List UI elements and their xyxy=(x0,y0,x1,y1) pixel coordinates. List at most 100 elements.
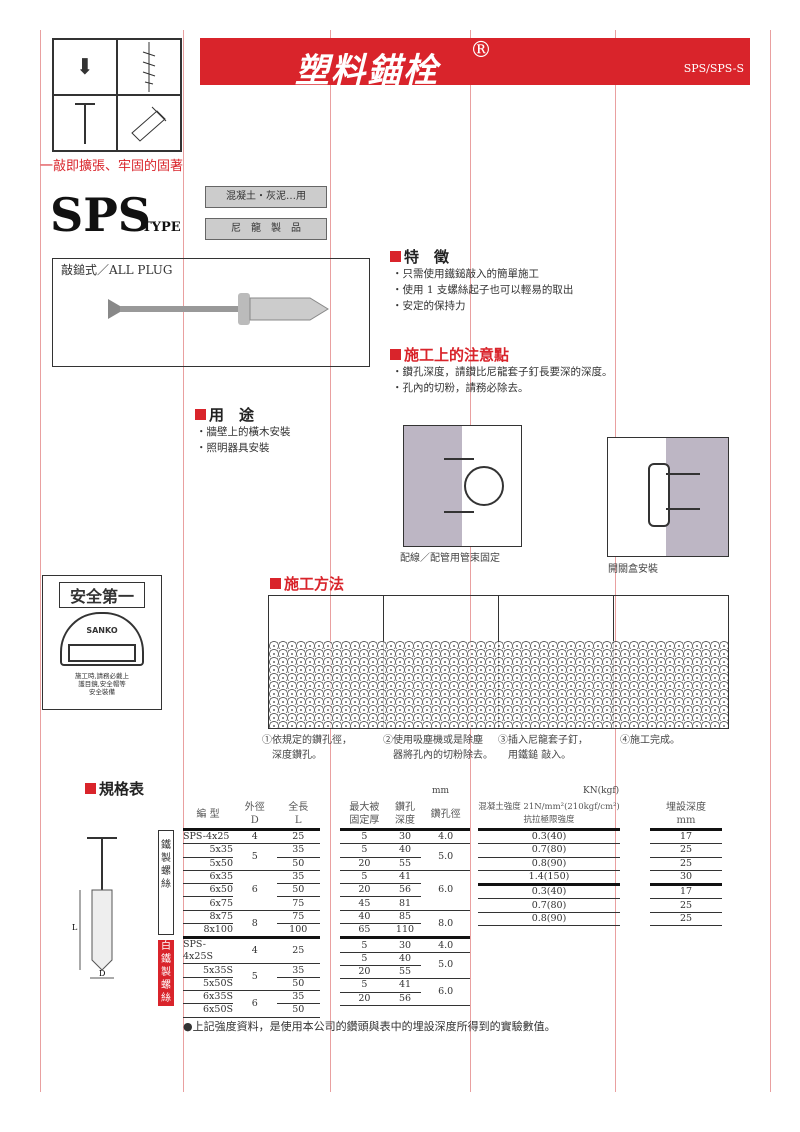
cell-l: 50 xyxy=(276,1003,320,1018)
cell-hole-dia: 6.0 xyxy=(421,978,470,1006)
cell-strength: 1.4(150) xyxy=(478,870,620,886)
cell-model: 5x50 xyxy=(183,857,233,871)
cell-thickness: 20 xyxy=(340,857,389,871)
cell-hole-dia: 5.0 xyxy=(421,843,470,871)
header-thickness: 最大被固定厚 xyxy=(340,800,389,831)
illustration-caption: 配線／配管用管束固定 xyxy=(400,553,500,564)
cell-thickness: 5 xyxy=(340,829,389,845)
cell-drill-depth: 30 xyxy=(388,829,422,845)
cell-embed-depth: 25 xyxy=(650,857,722,871)
cell-l: 25 xyxy=(276,936,320,965)
step-caption: ④施工完成。 xyxy=(620,731,680,746)
caution-item: ・鑽孔深度，請鑽比尼龍套子釘長要深的深度。 xyxy=(392,366,613,378)
cell-strength: 0.3(40) xyxy=(478,883,620,900)
product-box: 敲鎚式／ALL PLUG xyxy=(52,258,370,367)
feature-item: ・安定的保持力 xyxy=(392,300,466,312)
cell-drill-depth: 56 xyxy=(388,992,422,1006)
cell-embed-depth: 25 xyxy=(650,912,722,927)
cell-strength: 0.8(90) xyxy=(478,912,620,927)
safety-line: 護目鏡,安全帽等 xyxy=(78,680,126,688)
cell-hole-dia: 5.0 xyxy=(421,952,470,980)
cell-l: 35 xyxy=(276,963,320,978)
uses-list: ・牆壁上的橫木安裝 ・照明器具安裝 xyxy=(196,424,291,456)
table-row: 0.3(40) xyxy=(478,829,620,845)
usage-icons: ⬇ xyxy=(52,38,182,152)
cell-l: 35 xyxy=(276,870,320,885)
tag-material: 混凝土‧灰泥…用 xyxy=(205,186,327,208)
cell-l: 50 xyxy=(276,857,320,871)
step-text: ③插入尼龍套子釘， xyxy=(498,735,588,746)
step-text: 器將孔內的切粉除去。 xyxy=(383,750,493,761)
cell-d: 6 xyxy=(233,990,277,1018)
registered-mark: ® xyxy=(470,38,492,63)
tag-nylon: 尼 龍 製 品 xyxy=(205,218,327,240)
type-name: SPS xyxy=(50,188,152,242)
safety-brand: SANKO xyxy=(86,626,118,635)
features-list: ・只需使用鐵鎚敲入的簡單施工 ・使用 1 支螺絲起子也可以輕易的取出 ・安定的保… xyxy=(392,266,573,314)
table-row: 5x50 50 xyxy=(183,857,320,871)
cell-drill-depth: 40 xyxy=(388,843,422,858)
step-text: ②使用吸塵機或是除塵 xyxy=(383,735,483,746)
cell-thickness: 5 xyxy=(340,978,389,993)
safety-title: 安全第一 xyxy=(59,582,145,608)
cell-model: 5x35S xyxy=(183,963,233,978)
cell-model: 6x35 xyxy=(183,870,233,885)
guide-line xyxy=(40,30,41,1092)
guide-line xyxy=(615,30,616,1092)
cell-l: 35 xyxy=(276,990,320,1005)
safety-line: 安全裝備 xyxy=(89,688,115,696)
cell-embed-depth: 30 xyxy=(650,870,722,886)
cell-embed-depth: 17 xyxy=(650,883,722,900)
cell-thickness: 40 xyxy=(340,910,389,925)
plug-image xyxy=(108,293,329,325)
cell-thickness: 20 xyxy=(340,965,389,980)
plug-dimension-diagram: L D xyxy=(72,837,117,979)
cell-l: 50 xyxy=(276,977,320,991)
header-hole-dia: 鑽孔徑 xyxy=(421,800,470,831)
dim-d-label: D xyxy=(99,969,105,978)
safety-badge: 安全第一 SANKO 施工時,請務必戴上 護目鏡,安全帽等 安全裝備 xyxy=(42,575,162,710)
cell-l: 25 xyxy=(276,829,320,845)
concrete-texture xyxy=(269,641,728,728)
guide-line xyxy=(470,30,471,1092)
illustration-caption: 開關盒安裝 xyxy=(608,564,658,575)
unit-mm: mm xyxy=(432,786,450,796)
product-label: 敲鎚式／ALL PLUG xyxy=(61,263,173,277)
unit-kn: KN(kgf) xyxy=(583,786,620,796)
features-title: 特 徵 xyxy=(390,246,449,267)
safety-text: 施工時,請務必戴上 護目鏡,安全帽等 安全裝備 xyxy=(43,672,161,696)
step-caption: ③插入尼龍套子釘， 用鐵鎚 敲入。 xyxy=(498,731,588,761)
cell-thickness: 65 xyxy=(340,923,389,939)
step-text: 深度鑽孔。 xyxy=(262,750,322,761)
cell-embed-depth: 25 xyxy=(650,843,722,858)
tagline: 一敲即擴張、牢固的固著 xyxy=(40,159,184,174)
feature-item: ・使用 1 支螺絲起子也可以輕易的取出 xyxy=(392,284,574,296)
side-label-steel: 鐵製螺絲 xyxy=(158,830,174,935)
anchor-plug-icon xyxy=(117,39,181,95)
cell-strength: 0.3(40) xyxy=(478,829,620,845)
method-panels xyxy=(268,595,729,729)
title-banner: 塑料錨栓 ® SPS/SPS-S xyxy=(200,38,750,91)
cell-drill-depth: 85 xyxy=(388,910,422,925)
